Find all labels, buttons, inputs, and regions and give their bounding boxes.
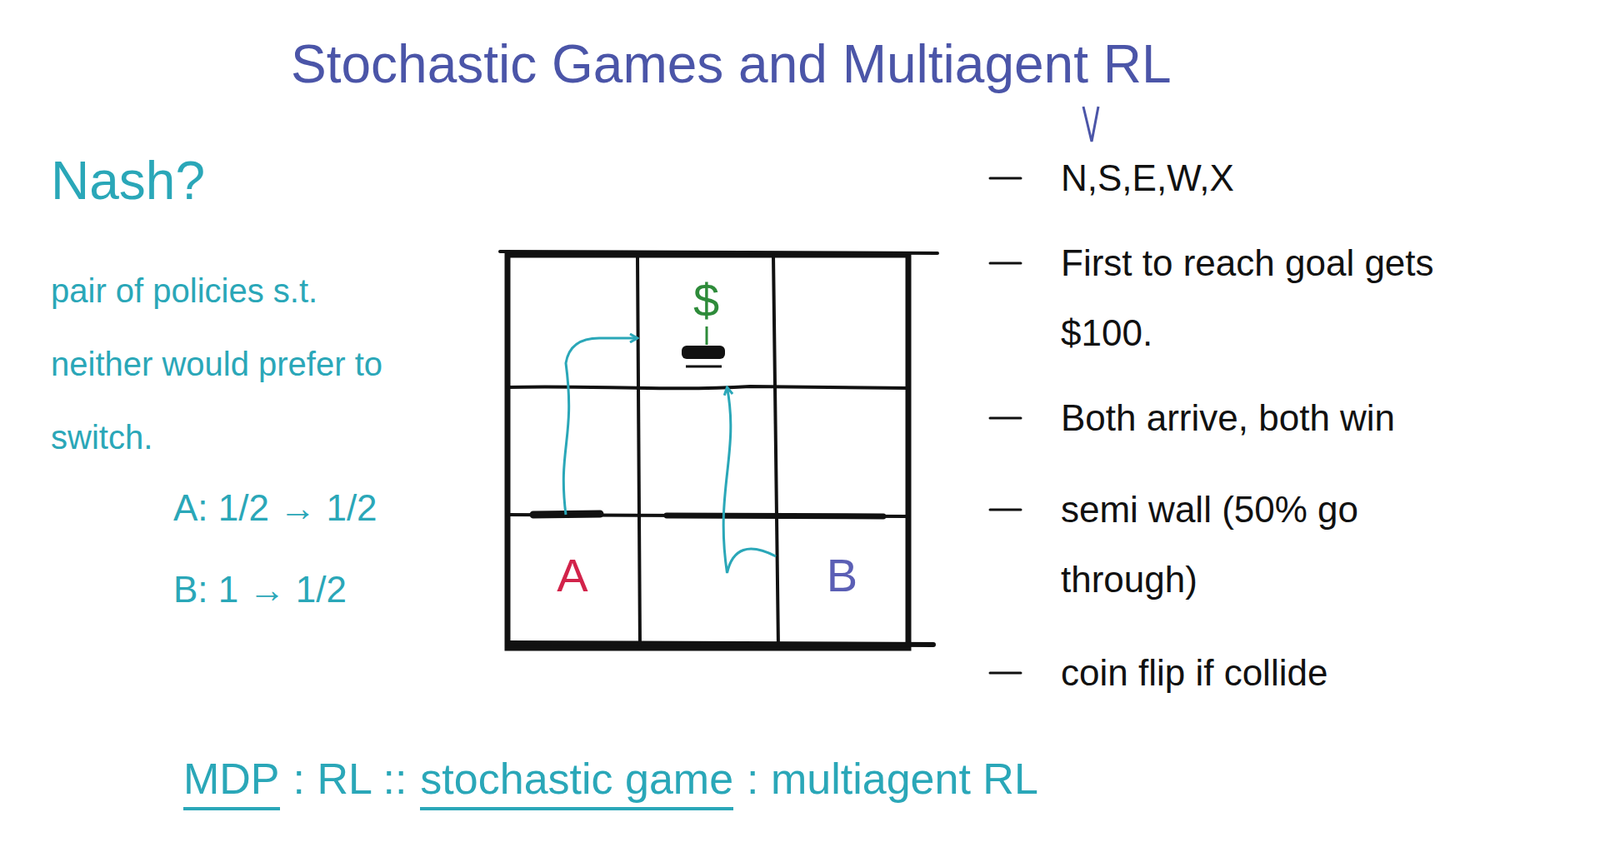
grid-line <box>507 515 909 517</box>
grid-bottom <box>507 643 934 645</box>
note-value: B: 1 → 1/2 <box>173 569 347 611</box>
semi-wall-block <box>685 365 722 369</box>
cell-label: B <box>826 548 858 603</box>
semi-wall-block <box>681 345 725 360</box>
bullet-dash <box>990 417 1021 420</box>
rule-item: coin flip if collide <box>1060 638 1495 709</box>
analogy-term: : multiagent RL <box>746 754 1039 805</box>
grid-line <box>637 255 640 649</box>
grid-line <box>773 255 779 649</box>
rule-item: semi wall (50% go through) <box>1060 475 1495 615</box>
analogy-row: MDP : RL ::stochastic game: multiagent RL <box>183 754 1052 811</box>
grid-top-overshoot <box>500 251 938 254</box>
rule-item: Both arrive, both win <box>1060 383 1495 454</box>
bullet-dash <box>990 177 1021 180</box>
grid-border <box>507 255 909 649</box>
title: Stochastic Games and Multiagent RL <box>290 33 1172 95</box>
rule-item: First to reach goal gets $100. <box>1060 228 1495 369</box>
note-heading: Nash? <box>50 150 205 212</box>
analogy-term: MDP <box>183 754 280 811</box>
cell-label: A <box>556 548 588 603</box>
note-text: pair of policies s.t. neither would pref… <box>50 254 385 475</box>
note-value: A: 1/2 → 1/2 <box>173 487 378 530</box>
goal-stem <box>705 326 709 345</box>
caret-mark <box>1083 106 1099 142</box>
bullet-dash <box>990 509 1021 512</box>
move-path-arrow <box>723 387 776 574</box>
cell-label: $ <box>693 273 720 328</box>
rule-item: N,S,E,W,X <box>1060 143 1495 214</box>
semi-wall <box>666 515 884 517</box>
goal-cell: $ <box>637 255 775 388</box>
analogy-term: : RL :: <box>293 754 408 805</box>
move-path-arrow <box>563 338 638 515</box>
bullet-dash <box>990 672 1021 675</box>
player-cell: A <box>507 515 638 649</box>
player-cell: B <box>775 515 909 649</box>
analogy-term: stochastic game <box>420 754 734 811</box>
bullet-dash <box>990 262 1021 265</box>
